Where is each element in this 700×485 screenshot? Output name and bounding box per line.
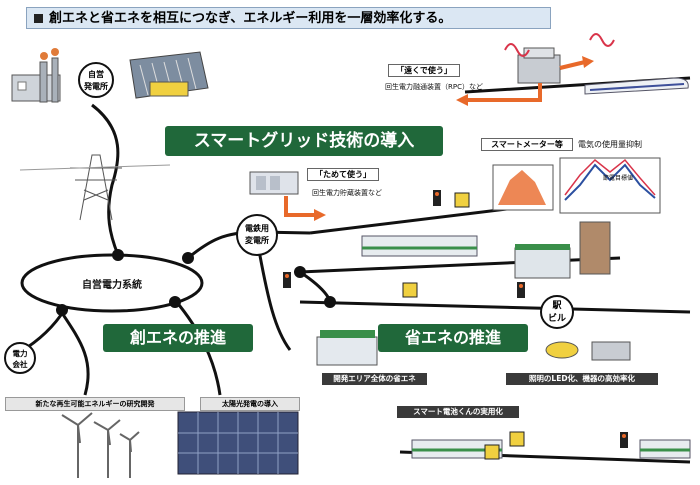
smart-meter-description: 電気の使用量抑制 <box>578 140 642 149</box>
storage-device-icon <box>249 171 326 221</box>
line-substation-down <box>256 244 292 351</box>
led-label: 照明のLED化、機器の高効率化 <box>506 373 658 385</box>
node-c <box>56 304 68 316</box>
graph-legend: 節電目標値 <box>603 175 634 182</box>
battery-label: スマート電池くんの実用化 <box>397 406 519 418</box>
area-saving-label: 開発エリア全体の省エネ <box>322 373 427 385</box>
bullet-square <box>34 14 43 23</box>
node-e <box>294 266 306 278</box>
header-title: 創エネと省エネを相互につなぎ、エネルギー利用を一層効率化する。 <box>49 11 452 26</box>
buildings-icon <box>514 221 611 279</box>
node-f <box>324 296 336 308</box>
solar-label: 太陽光発電の導入 <box>200 397 300 411</box>
line-mid-connector <box>299 270 332 303</box>
node-d <box>169 296 181 308</box>
line-grid-to-renewable <box>58 309 90 396</box>
node-b <box>182 252 194 264</box>
rail-middle <box>299 256 621 274</box>
railway-substation-node: 電鉄用 変電所 <box>236 214 278 256</box>
led-icons <box>545 341 631 361</box>
node-a <box>112 249 124 261</box>
header-banner: 創エネと省エネを相互につなぎ、エネルギー利用を一層効率化する。 <box>26 7 551 29</box>
solar-facility-icon <box>129 51 209 99</box>
store-description: 回生電力貯蔵装置など <box>312 189 382 197</box>
use-far-description: 回生電力融通装置（RPC）など <box>385 83 483 91</box>
train-upper <box>361 235 478 257</box>
area-saving-icon <box>316 330 378 366</box>
solar-panels-icon <box>177 411 299 475</box>
smart-meter-callout: スマートメーター等 <box>481 138 573 151</box>
shinkansen-train <box>584 77 689 95</box>
save-energy-title: 省エネの推進 <box>378 324 528 352</box>
rail-lower <box>299 300 691 314</box>
station-building-node: 駅 ビル <box>540 295 574 329</box>
rpc-device-icon <box>456 33 615 106</box>
store-callout: 「ためて使う」 <box>307 168 379 181</box>
create-energy-title: 創エネの推進 <box>103 324 253 352</box>
transmission-tower-icon <box>19 154 171 221</box>
smart-meter-graphs <box>492 157 661 214</box>
line-powerplant-to-grid <box>91 103 120 256</box>
train-bottom <box>411 439 691 459</box>
power-plant-icon <box>11 48 61 103</box>
signals <box>283 190 628 448</box>
smart-grid-title: スマートグリッド技術の導入 <box>165 126 443 156</box>
private-power-station-node: 自営 発電所 <box>78 62 114 98</box>
use-far-callout: 「遠くで使う」 <box>388 64 460 77</box>
power-company-node: 電力 会社 <box>4 342 36 374</box>
railroad-crossings <box>402 192 525 460</box>
wind-turbines-icon <box>61 412 140 478</box>
network-nodes <box>56 249 336 316</box>
private-grid-label: 自営電力系統 <box>82 280 142 291</box>
renewable-research-label: 新たな再生可能エネルギーの研究開発 <box>5 397 185 411</box>
